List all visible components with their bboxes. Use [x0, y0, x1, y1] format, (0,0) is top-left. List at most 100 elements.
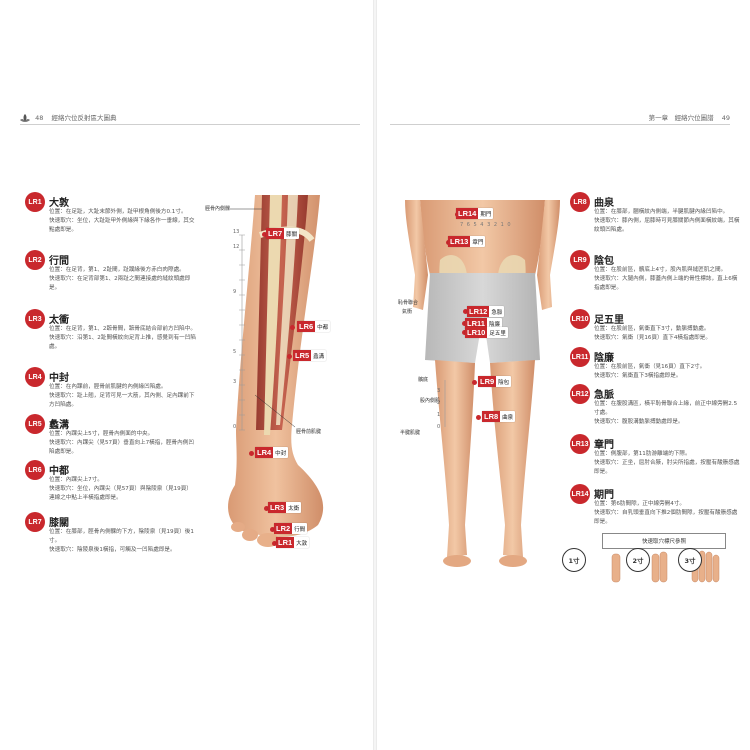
acupoint-name: 章門 — [594, 440, 614, 451]
acupoint-description: 位置：在足背，第1、2蹠骨間，蹠骨底結合部前方凹陷中。 快速取穴：沿第1、2趾間… — [49, 326, 196, 350]
acupoint-description: 位置：在膝部，膕橫紋內側端，半腱肌腱內緣凹陷中。 快速取穴：膝內側，屈膝時可見膝… — [594, 209, 740, 233]
rib-scale: 7 6 5 4 3 2 1 0 — [460, 222, 512, 228]
acupoint-description: 位置：在膝部，脛骨內側髁的下方，陰陵泉（見19頁）後1寸。 快速取穴：陰陵泉後1… — [49, 529, 194, 553]
acupoint-tag-name: 大敦 — [296, 540, 308, 547]
measure-reference-title: 快速取穴標尺參照 — [602, 533, 726, 549]
acupoint-tag-code: LR6 — [297, 321, 316, 332]
acupoint-code-badge: LR10 — [570, 309, 590, 329]
acupoint-tag-code: LR13 — [448, 236, 471, 247]
acupoint-dot — [262, 232, 267, 237]
acupoint-code-badge: LR1 — [25, 192, 45, 212]
acupoint-code-badge: LR11 — [570, 347, 590, 367]
body-scale-3: 3 — [437, 388, 441, 394]
acupoint-name: 陰包 — [594, 256, 614, 267]
measure-3cun: 3寸 — [678, 548, 702, 572]
acupoint-tag-name: 章門 — [472, 239, 484, 246]
semitendinosus-label: 半腱肌腱 — [400, 430, 421, 436]
acupoint-tag-name: 中都 — [317, 324, 329, 331]
leg-tendon-label: 脛骨前肌腱 — [296, 429, 322, 435]
acupoint-dot — [462, 321, 467, 326]
hand-measure-illustration — [611, 550, 720, 583]
acupoint-tag-name: 行間 — [294, 526, 306, 533]
acupoint-description: 位置：在內踝前，脛骨前肌腱的內側緣凹陷處。 快速取穴：趾上翹，足背可見一大筋，其… — [49, 384, 195, 408]
left-page-header: 48 經絡穴位反射區大圖典 — [20, 112, 116, 122]
book-gutter — [373, 0, 377, 750]
acupoint-code-badge: LR7 — [25, 512, 45, 532]
acupoint-dot — [270, 527, 275, 532]
pubic-label: 恥骨聯合 — [398, 300, 419, 306]
right-page-header: 第一章 經絡穴位圖譜 49 — [649, 112, 730, 122]
acupoint-tag-code: LR14 — [456, 208, 479, 219]
qichong-label: 氣衝 — [402, 309, 413, 315]
leg-scale-0: 0 — [233, 424, 237, 430]
acupoint-dot — [272, 541, 277, 546]
acupoint-tag-code: LR2 — [274, 523, 293, 534]
acupoint-dot — [476, 415, 481, 420]
acupoint-tag-code: LR12 — [467, 306, 490, 317]
acupoint-code-badge: LR6 — [25, 460, 45, 480]
body-scale-1: 1 — [437, 412, 441, 418]
acupoint-dot — [472, 380, 477, 385]
acupoint-tag-name: 膝關 — [286, 231, 298, 238]
acupoint-tag-code: LR4 — [255, 447, 274, 458]
acupoint-dot — [264, 506, 269, 511]
acupoint-tag-code: LR7 — [266, 228, 285, 239]
acupoint-code-badge: LR5 — [25, 414, 45, 434]
acupoint-description: 位置：內踝尖上7寸。 快速取穴：坐位，內踝尖（見57頁）與陰陵泉（見19頁）連線… — [49, 477, 192, 501]
body-scale-0: 0 — [437, 424, 441, 430]
acupoint-dot — [462, 330, 467, 335]
acupoint-tag-code: LR8 — [482, 411, 501, 422]
body-scale-2: 2 — [437, 400, 441, 406]
acupoint-tag-name: 曲泉 — [502, 414, 514, 421]
acupoint-tag-code: LR9 — [478, 376, 497, 387]
acupoint-name: 行間 — [49, 256, 69, 267]
acupoint-code-badge: LR4 — [25, 367, 45, 387]
acupoint-name: 期門 — [594, 490, 614, 501]
leg-scale-13: 13 — [233, 229, 240, 235]
patella-label: 髕底 — [418, 377, 429, 383]
acupoint-description: 位置：在足趾，大趾末節外側，趾甲根角側後方0.1寸。 快速取穴：坐位，大趾趾甲外… — [49, 209, 195, 233]
acupoint-tag-name: 期門 — [480, 211, 492, 218]
right-page-number: 49 — [721, 114, 730, 122]
acupoint-name: 曲泉 — [594, 198, 614, 209]
acupoint-name: 膝關 — [49, 518, 69, 529]
acupoint-code-badge: LR9 — [570, 250, 590, 270]
acupoint-name: 蠡溝 — [49, 420, 69, 431]
left-page-title: 經絡穴位反射區大圖典 — [51, 114, 117, 122]
acupoint-description: 位置：在足背，第1、2趾間，趾蹼緣後方赤白肉際處。 快速取穴：在足背部第1、2兩… — [49, 267, 191, 291]
acupoint-description: 位置：在股前區，髕底上4寸，股內肌與縫匠肌之間。 快速取穴：大腿內側，膝蓋內側上… — [594, 267, 738, 291]
acupoint-name: 急脈 — [594, 390, 614, 401]
acupoint-description: 位置：在股前區，氣衝直下3寸，動脈搏動處。 快速取穴：氣衝（見16頁）直下4橫指… — [594, 326, 711, 341]
acupoint-tag-name: 蠡溝 — [313, 353, 325, 360]
acupoint-dot — [287, 354, 292, 359]
acupoint-name: 大敦 — [49, 198, 69, 209]
measure-1cun: 1寸 — [562, 548, 586, 572]
acupoint-dot — [463, 309, 468, 314]
acupoint-name: 太衝 — [49, 315, 69, 326]
acupoint-code-badge: LR14 — [570, 484, 590, 504]
acupoint-name: 陰廉 — [594, 353, 614, 364]
acupoint-tag-code: LR10 — [465, 327, 488, 338]
leg-scale-9: 9 — [233, 289, 237, 295]
right-chapter-title: 第一章 經絡穴位圖譜 — [648, 114, 714, 122]
acupoint-code-badge: LR8 — [570, 192, 590, 212]
acupoint-tag-name: 陰廉 — [488, 321, 500, 328]
acupoint-tag-name: 太衝 — [288, 505, 300, 512]
acupoint-tag-code: LR3 — [268, 502, 287, 513]
gracilis-label: 股內側肌 — [420, 398, 441, 404]
acupoint-tag-name: 中封 — [275, 450, 287, 457]
acupoint-dot — [290, 325, 295, 330]
measure-2cun: 2寸 — [626, 548, 650, 572]
acupoint-name: 中封 — [49, 373, 69, 384]
